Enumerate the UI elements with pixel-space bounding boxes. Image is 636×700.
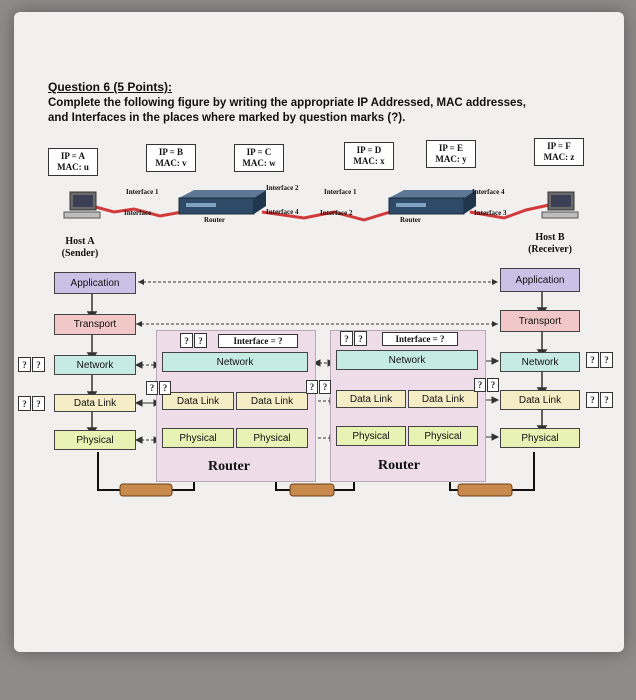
label-interface-1-b: Interface 1 bbox=[324, 188, 357, 196]
host-b-network-layer: Network bbox=[500, 352, 580, 372]
host-a-computer-icon bbox=[63, 191, 101, 219]
router-2-physical-right: Physical bbox=[408, 426, 478, 446]
label-interface-1-left: Interface 1 bbox=[126, 188, 159, 196]
host-a-physical-layer: Physical bbox=[54, 430, 136, 450]
qmark-router-1-datalink-3: ? bbox=[306, 380, 318, 394]
router-1-datalink-left: Data Link bbox=[162, 392, 234, 410]
host-b-physical-layer: Physical bbox=[500, 428, 580, 448]
qmark-host-b-network-2: ? bbox=[600, 352, 613, 368]
cable-router2-hostB bbox=[469, 203, 550, 220]
host-b-application-layer: Application bbox=[500, 268, 580, 292]
label-interface-3: Interface 3 bbox=[474, 209, 507, 217]
qmark-router-1-datalink-1: ? bbox=[146, 381, 158, 395]
qmark-router-1-datalink-4: ? bbox=[319, 380, 331, 394]
router-1-physical-right: Physical bbox=[236, 428, 308, 448]
label-router-left: Router bbox=[204, 216, 225, 224]
router-2-datalink-right: Data Link bbox=[408, 390, 478, 408]
router-1-datalink-right: Data Link bbox=[236, 392, 308, 410]
host-a-datalink-layer: Data Link bbox=[54, 394, 136, 412]
qmark-router-2-network-1: ? bbox=[340, 331, 353, 346]
router-2-device-icon bbox=[388, 190, 476, 215]
host-a-label: Host A(Sender) bbox=[61, 236, 99, 259]
router-2-interface-box: Interface = ? bbox=[382, 332, 458, 346]
qmark-host-b-network-1: ? bbox=[586, 352, 599, 368]
router-1-label: Router bbox=[208, 459, 250, 474]
router-2-datalink-left: Data Link bbox=[336, 390, 406, 408]
qmark-host-b-datalink-1: ? bbox=[586, 392, 599, 408]
qmark-host-a-datalink-1: ? bbox=[18, 396, 31, 411]
qmark-router-1-network-2: ? bbox=[194, 333, 207, 348]
label-interface-2-a: Interface 2 bbox=[266, 184, 299, 192]
cable-router1-router2 bbox=[261, 210, 391, 222]
question-title: Question 6 (5 Points): bbox=[48, 80, 173, 94]
application-arrow-left bbox=[138, 279, 144, 285]
question-instructions: Complete the following figure by writing… bbox=[48, 97, 526, 124]
host-b-transport-layer: Transport bbox=[500, 310, 580, 332]
router-1-device-icon bbox=[178, 190, 266, 215]
router-2-network-layer: Network bbox=[336, 350, 478, 370]
host-b-label: Host B(Receiver) bbox=[528, 232, 572, 255]
router-2-label: Router bbox=[378, 458, 420, 473]
router-1-physical-left: Physical bbox=[162, 428, 234, 448]
host-a-transport-layer: Transport bbox=[54, 314, 136, 335]
transport-arrow-left bbox=[136, 321, 142, 327]
network-figure-graphics bbox=[63, 190, 579, 497]
host-a-network-layer: Network bbox=[54, 355, 136, 375]
qmark-host-a-network-2: ? bbox=[32, 357, 45, 372]
qmark-router-1-datalink-2: ? bbox=[159, 381, 171, 395]
label-interface-2-b: Interface 2 bbox=[320, 209, 353, 217]
router-2-physical-left: Physical bbox=[336, 426, 406, 446]
qmark-host-a-datalink-2: ? bbox=[32, 396, 45, 411]
qmark-router-2-datalink-1: ? bbox=[474, 378, 486, 392]
qmark-router-1-network-1: ? bbox=[180, 333, 193, 348]
router-1-network-layer: Network bbox=[162, 352, 308, 372]
qmark-router-2-datalink-2: ? bbox=[487, 378, 499, 392]
transport-arrow-right bbox=[492, 321, 498, 327]
router-1-interface-box: Interface = ? bbox=[218, 334, 298, 348]
host-a-application-layer: Application bbox=[54, 272, 136, 294]
physical-media-cylinders bbox=[119, 483, 513, 497]
qmark-host-b-datalink-2: ? bbox=[600, 392, 613, 408]
label-router-right: Router bbox=[400, 216, 421, 224]
host-b-computer-icon bbox=[541, 191, 579, 219]
worksheet: Question 6 (5 Points): Complete the foll… bbox=[14, 12, 624, 652]
application-arrow-right bbox=[492, 279, 498, 285]
label-interface-left-low: Interface bbox=[124, 209, 152, 217]
host-b-datalink-layer: Data Link bbox=[500, 390, 580, 410]
cable-hostA-router1 bbox=[91, 204, 183, 218]
label-interface-4: Interface 4 bbox=[266, 208, 299, 216]
qmark-router-2-network-2: ? bbox=[354, 331, 367, 346]
label-interface-4-right: Interface 4 bbox=[472, 188, 505, 196]
qmark-host-a-network-1: ? bbox=[18, 357, 31, 372]
